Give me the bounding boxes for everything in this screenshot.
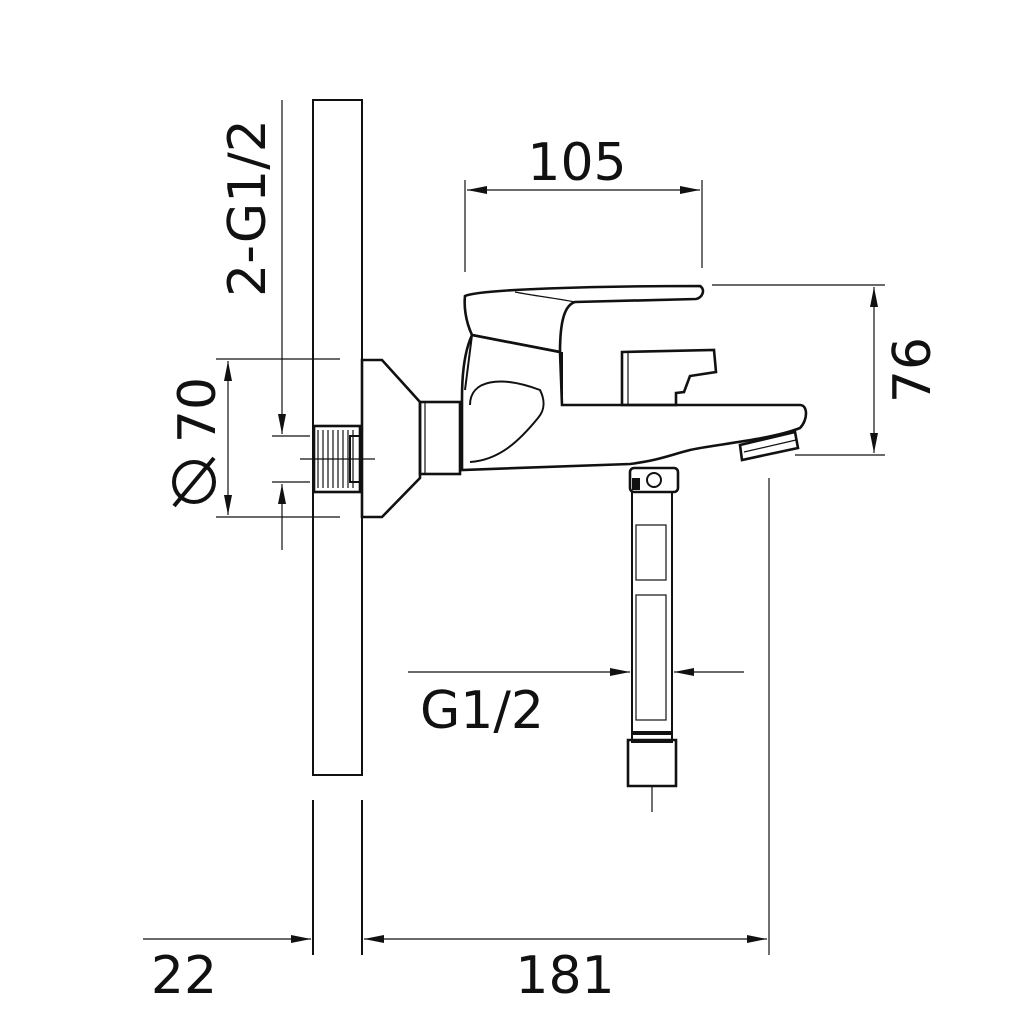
dim-top-width: 105 [464, 133, 703, 272]
dim-escutcheon-diameter-label: 70 [168, 377, 228, 443]
wall-section [312, 99, 363, 955]
dim-hose-thread-label: G1/2 [420, 681, 544, 741]
escutcheon [360, 358, 462, 519]
lever-handle [463, 284, 705, 354]
hose-connector [628, 466, 680, 494]
dim-projection-label: 181 [515, 946, 614, 1006]
dim-projection: 181 [364, 478, 770, 1006]
mixer-body [460, 333, 808, 472]
dim-escutcheon-diameter: 70 [168, 358, 340, 518]
spout-outlet [738, 430, 800, 462]
dim-wall-depth-label: 22 [151, 946, 217, 1006]
dim-hose-thread: G1/2 [408, 668, 744, 741]
shower-hose [626, 491, 678, 812]
dim-height-label: 76 [883, 337, 943, 403]
dim-wall-thread: 2-G1/2 [218, 100, 310, 550]
dim-top-width-label: 105 [527, 133, 626, 193]
dim-wall-thread-label: 2-G1/2 [218, 119, 278, 297]
diameter-icon [172, 456, 216, 508]
wall-thread-insert [300, 424, 375, 494]
diverter-knob [620, 348, 718, 407]
dim-height: 76 [712, 284, 943, 456]
dim-wall-depth: 22 [143, 935, 311, 1006]
